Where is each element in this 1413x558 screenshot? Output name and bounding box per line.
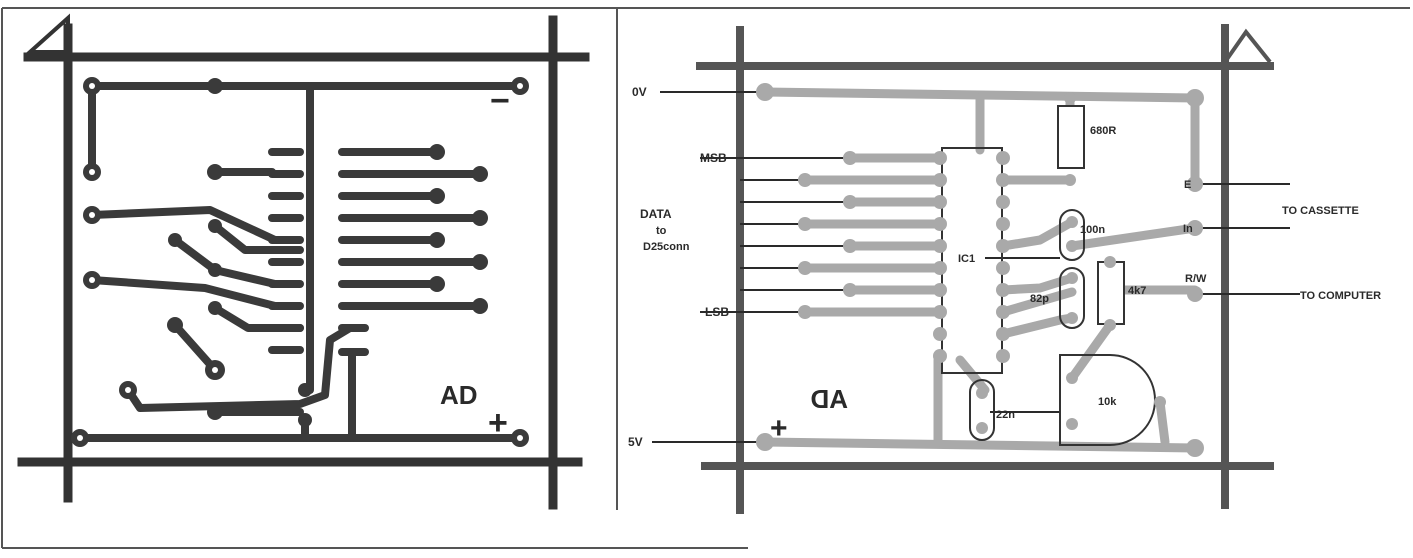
label-data-to: to bbox=[656, 225, 667, 237]
left-pad-holes bbox=[77, 83, 523, 441]
right-board: 0V MSB DATA to D25conn LSB 5V 680R 100n … bbox=[628, 24, 1381, 514]
label-22n: 22n bbox=[996, 409, 1015, 421]
label-pin-rw: R/W bbox=[1185, 273, 1207, 285]
ic1-body bbox=[941, 147, 1003, 374]
label-ic1: IC1 bbox=[958, 253, 975, 265]
label-d25conn: D25conn bbox=[643, 241, 690, 253]
label-to-computer: TO COMPUTER bbox=[1300, 290, 1381, 302]
label-10k: 10k bbox=[1098, 396, 1117, 408]
label-to-cassette: TO CASSETTE bbox=[1282, 205, 1359, 217]
right-pads bbox=[756, 83, 1204, 457]
label-680r: 680R bbox=[1090, 125, 1116, 137]
right-board-frame bbox=[696, 24, 1274, 514]
left-pads bbox=[71, 77, 529, 447]
label-msb: MSB bbox=[700, 151, 727, 165]
left-board-marking: AD bbox=[440, 380, 478, 410]
left-board: − AD + bbox=[17, 13, 590, 510]
label-0v: 0V bbox=[632, 85, 647, 99]
capacitor-82p bbox=[1059, 267, 1085, 329]
right-corner-marker bbox=[1223, 28, 1272, 64]
capacitor-22n bbox=[969, 379, 995, 441]
label-82p: 82p bbox=[1030, 293, 1049, 305]
left-plus-sign: + bbox=[488, 404, 508, 442]
figure-border bbox=[1, 7, 1410, 549]
right-board-marking: AD bbox=[810, 384, 848, 414]
left-minus-sign: − bbox=[490, 82, 510, 120]
left-corner-marker bbox=[24, 13, 70, 54]
label-100n: 100n bbox=[1080, 224, 1105, 236]
left-board-frame bbox=[17, 15, 590, 510]
label-pin-e: E bbox=[1184, 179, 1191, 191]
left-traces bbox=[76, 82, 524, 442]
capacitor-100n bbox=[1059, 209, 1085, 261]
label-5v: 5V bbox=[628, 435, 643, 449]
label-4k7: 4k7 bbox=[1128, 285, 1146, 297]
right-traces bbox=[760, 87, 1200, 453]
resistor-680r bbox=[1057, 105, 1085, 169]
ic1-pins bbox=[933, 151, 1010, 363]
label-data: DATA bbox=[640, 207, 672, 221]
right-signal-lines bbox=[652, 91, 1300, 443]
right-plus-sign: + bbox=[770, 412, 788, 445]
resistor-4k7 bbox=[1097, 261, 1125, 325]
label-pin-in: In bbox=[1183, 223, 1193, 235]
label-lsb: LSB bbox=[705, 305, 729, 319]
